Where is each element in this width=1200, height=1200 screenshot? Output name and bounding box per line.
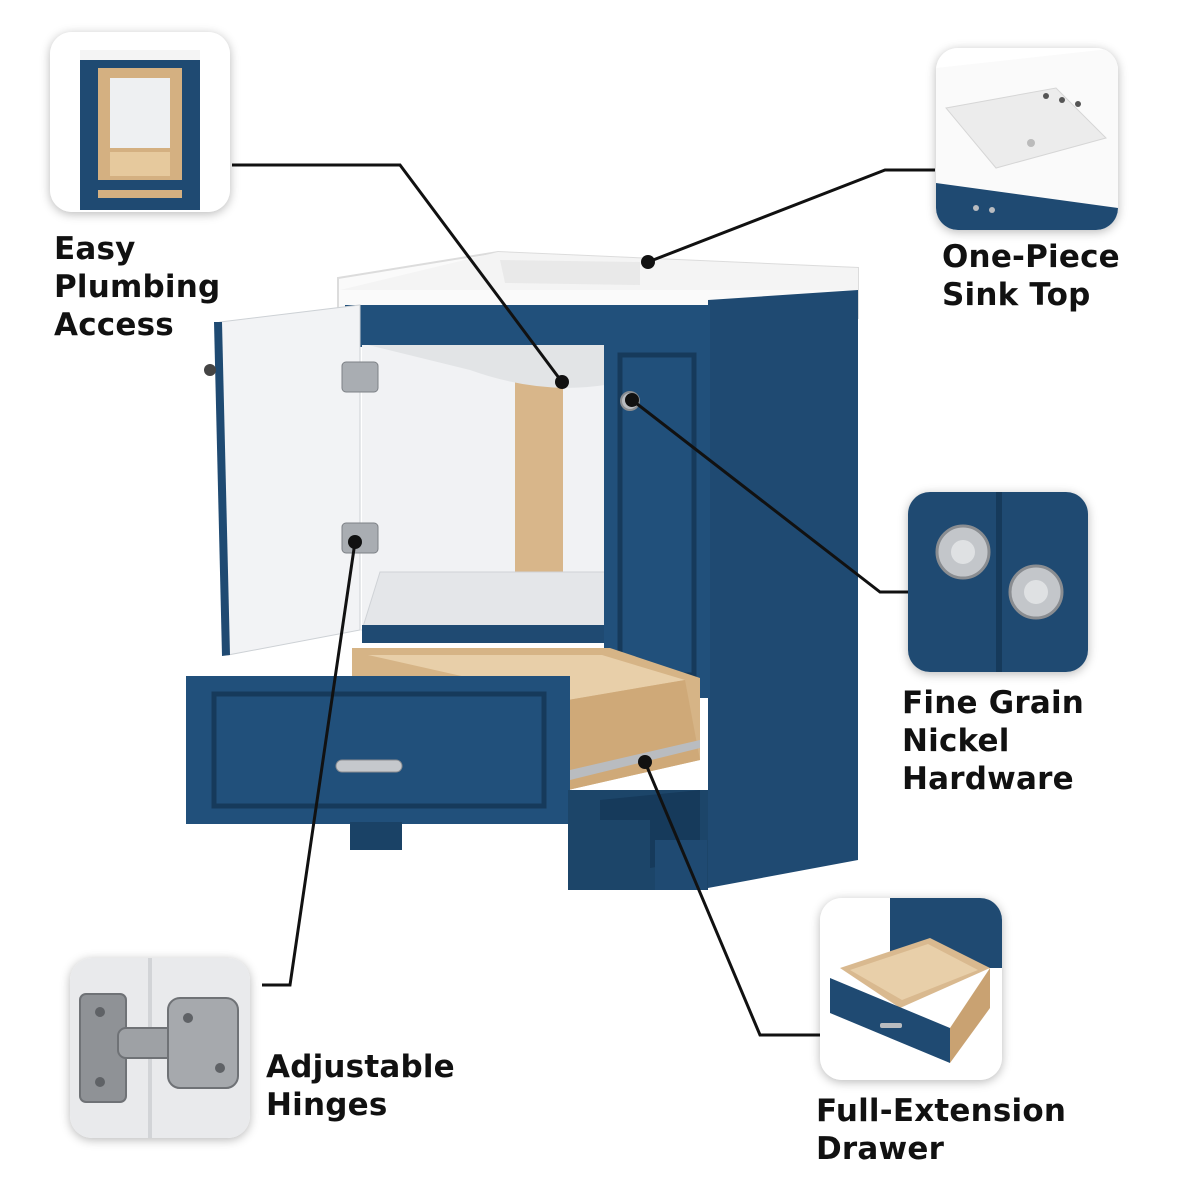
nickel-knob-icon [908,492,1088,672]
callout-line-hinges [262,541,357,987]
thumb-hardware [908,492,1088,672]
callout-dot-hardware [625,393,639,407]
open-cabinet-back-icon [50,32,230,212]
thumb-plumbing [50,32,230,212]
feature-label-plumbing: Easy Plumbing Access [54,231,221,343]
thumb-hinges [70,958,250,1138]
thumb-drawer [820,898,1002,1080]
feature-label-hardware: Fine Grain Nickel Hardware [902,685,1085,797]
callout-dot-hinges [348,535,362,549]
sink-top-icon [936,48,1118,230]
hinge-icon [70,958,250,1138]
callout-line-plumbing [232,163,564,383]
feature-label-drawer: Full-Extension Drawer [816,1093,1067,1167]
feature-label-sink: One-Piece Sink Top [942,239,1120,313]
callout-line-sink [647,168,935,264]
callout-dot-drawer [638,755,652,769]
thumb-sink [936,48,1118,230]
callout-dot-sink [641,255,655,269]
callout-line-hardware [631,398,910,594]
callout-dot-plumbing [555,375,569,389]
feature-label-hinges: Adjustable Hinges [266,1049,455,1123]
drawer-icon [820,898,1002,1080]
callout-line-drawer [643,761,822,1037]
